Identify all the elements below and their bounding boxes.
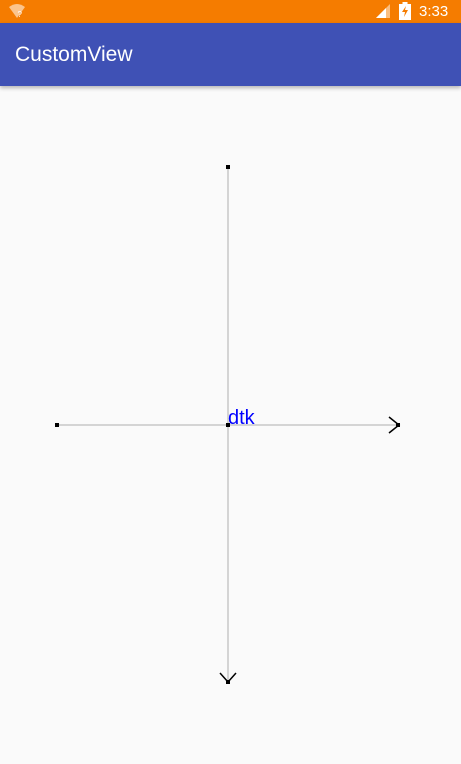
- y-axis-top-point: [226, 165, 230, 169]
- custom-view-canvas: dtk: [0, 86, 461, 759]
- origin-point: [226, 423, 230, 427]
- app-bar: CustomView: [0, 23, 461, 86]
- status-time: 3:33: [419, 3, 449, 20]
- status-bar: ? 3:33: [0, 0, 461, 23]
- x-axis-left-point: [55, 423, 59, 427]
- svg-text:?: ?: [18, 10, 23, 19]
- origin-label: dtk: [228, 407, 256, 429]
- app-title: CustomView: [15, 43, 133, 66]
- axes-drawing: dtk: [55, 165, 401, 684]
- y-axis-bottom-point: [226, 680, 230, 684]
- x-axis-right-point: [396, 423, 400, 427]
- battery-charging-icon: [399, 2, 411, 20]
- cell-signal-icon: [376, 4, 390, 18]
- wifi-unknown-icon: ?: [9, 4, 25, 19]
